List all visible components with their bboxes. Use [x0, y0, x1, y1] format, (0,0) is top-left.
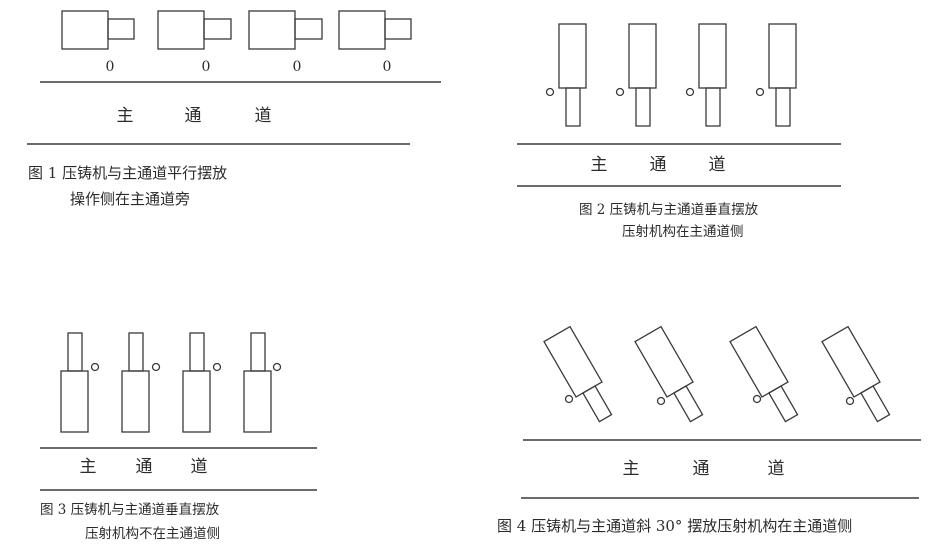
caption-line-1: 图 4 压铸机与主通道斜 30° 摆放压射机构在主通道侧 [497, 517, 852, 535]
caption-line-2: 操作侧在主通道旁 [70, 190, 190, 208]
operator-position [845, 396, 855, 406]
figure-3-perpendicular-injection-away: 主 通 道 图 3 压铸机与主通道垂直摆放 压射机构不在主通道侧 [40, 332, 317, 542]
injection-unit [860, 385, 891, 423]
machine-2: 0 [157, 10, 232, 75]
operator-position [755, 87, 765, 97]
machine-4 [821, 325, 891, 423]
machine-1 [545, 23, 587, 127]
corridor-char-2: 通 [693, 459, 710, 479]
operator-position [212, 362, 222, 372]
machine-body [634, 325, 694, 398]
machine-body [543, 325, 603, 398]
machine-3 [182, 332, 222, 433]
caption-line-2: 压射机构在主通道侧 [622, 224, 744, 240]
injection-unit [705, 87, 721, 127]
corridor-char-1: 主 [80, 457, 97, 477]
caption-line-2: 压射机构不在主通道侧 [85, 526, 220, 542]
corridor-char-3: 道 [191, 457, 208, 477]
machine-body [243, 370, 272, 433]
machine-body [821, 325, 881, 398]
machine-2 [634, 325, 704, 423]
operator-position [272, 362, 282, 372]
machine-body [768, 23, 797, 89]
caption-line-1: 图 3 压铸机与主通道垂直摆放 [40, 502, 220, 518]
injection-unit [250, 332, 266, 372]
machine-2 [121, 332, 161, 433]
machine-1 [543, 325, 613, 423]
operator-position [564, 394, 574, 404]
injection-unit [294, 18, 323, 40]
operator-position [656, 396, 666, 406]
figure-4-angled-30-layout: 主 通 道 图 4 压铸机与主通道斜 30° 摆放压射机构在主通道侧 [497, 325, 921, 535]
machine-body [248, 10, 296, 50]
operator-position [685, 87, 695, 97]
machine-body [338, 10, 386, 50]
operator-position [545, 87, 555, 97]
machine-3: 0 [248, 10, 323, 75]
injection-unit [565, 87, 581, 127]
injection-unit [107, 18, 135, 40]
corridor-char-1: 主 [117, 106, 134, 126]
machine-1: 0 [61, 10, 135, 75]
machine-body [61, 10, 109, 50]
injection-unit [384, 18, 412, 40]
injection-unit [203, 18, 232, 40]
machine-3 [729, 325, 799, 423]
operator-position [615, 87, 625, 97]
machine-3 [685, 23, 727, 127]
operator-position [752, 394, 762, 404]
corridor-char-3: 道 [709, 155, 726, 175]
injection-unit [635, 87, 651, 127]
corridor-char-3: 道 [768, 459, 785, 479]
injection-unit [128, 332, 144, 372]
machine-1 [60, 332, 100, 433]
machine-label: 0 [293, 59, 302, 75]
corridor-char-1: 主 [623, 459, 640, 479]
injection-unit [768, 385, 799, 423]
operator-position [151, 362, 161, 372]
machine-body [729, 325, 789, 398]
machine-body [628, 23, 657, 89]
caption-line-1: 图 1 压铸机与主通道平行摆放 [28, 164, 227, 182]
machine-body [698, 23, 727, 89]
machine-label: 0 [383, 59, 392, 75]
corridor-char-2: 通 [136, 457, 153, 477]
figure-1-parallel-layout: 0 0 0 0 主 通 道 图 1 压铸机与主通道平行摆放 操作侧在主通道旁 [27, 10, 441, 208]
caption-line-1: 图 2 压铸机与主通道垂直摆放 [579, 202, 759, 218]
injection-unit [673, 385, 704, 423]
machine-4 [243, 332, 282, 433]
machine-body [182, 370, 211, 433]
figure-2-perpendicular-injection-side: 主 通 道 图 2 压铸机与主通道垂直摆放 压射机构在主通道侧 [517, 23, 841, 240]
injection-unit [67, 332, 83, 372]
injection-unit [775, 87, 791, 127]
machine-body [558, 23, 587, 89]
injection-unit [189, 332, 205, 372]
machine-body [121, 370, 150, 433]
injection-unit [582, 385, 613, 423]
corridor-char-1: 主 [591, 155, 608, 175]
operator-position [90, 362, 100, 372]
machine-body [60, 370, 89, 433]
machine-body [157, 10, 205, 50]
corridor-char-3: 道 [255, 106, 272, 126]
machine-label: 0 [106, 59, 115, 75]
machine-label: 0 [202, 59, 211, 75]
corridor-char-2: 通 [185, 106, 202, 126]
corridor-char-2: 通 [650, 155, 667, 175]
machine-4 [755, 23, 797, 127]
machine-4: 0 [338, 10, 412, 75]
machine-2 [615, 23, 657, 127]
